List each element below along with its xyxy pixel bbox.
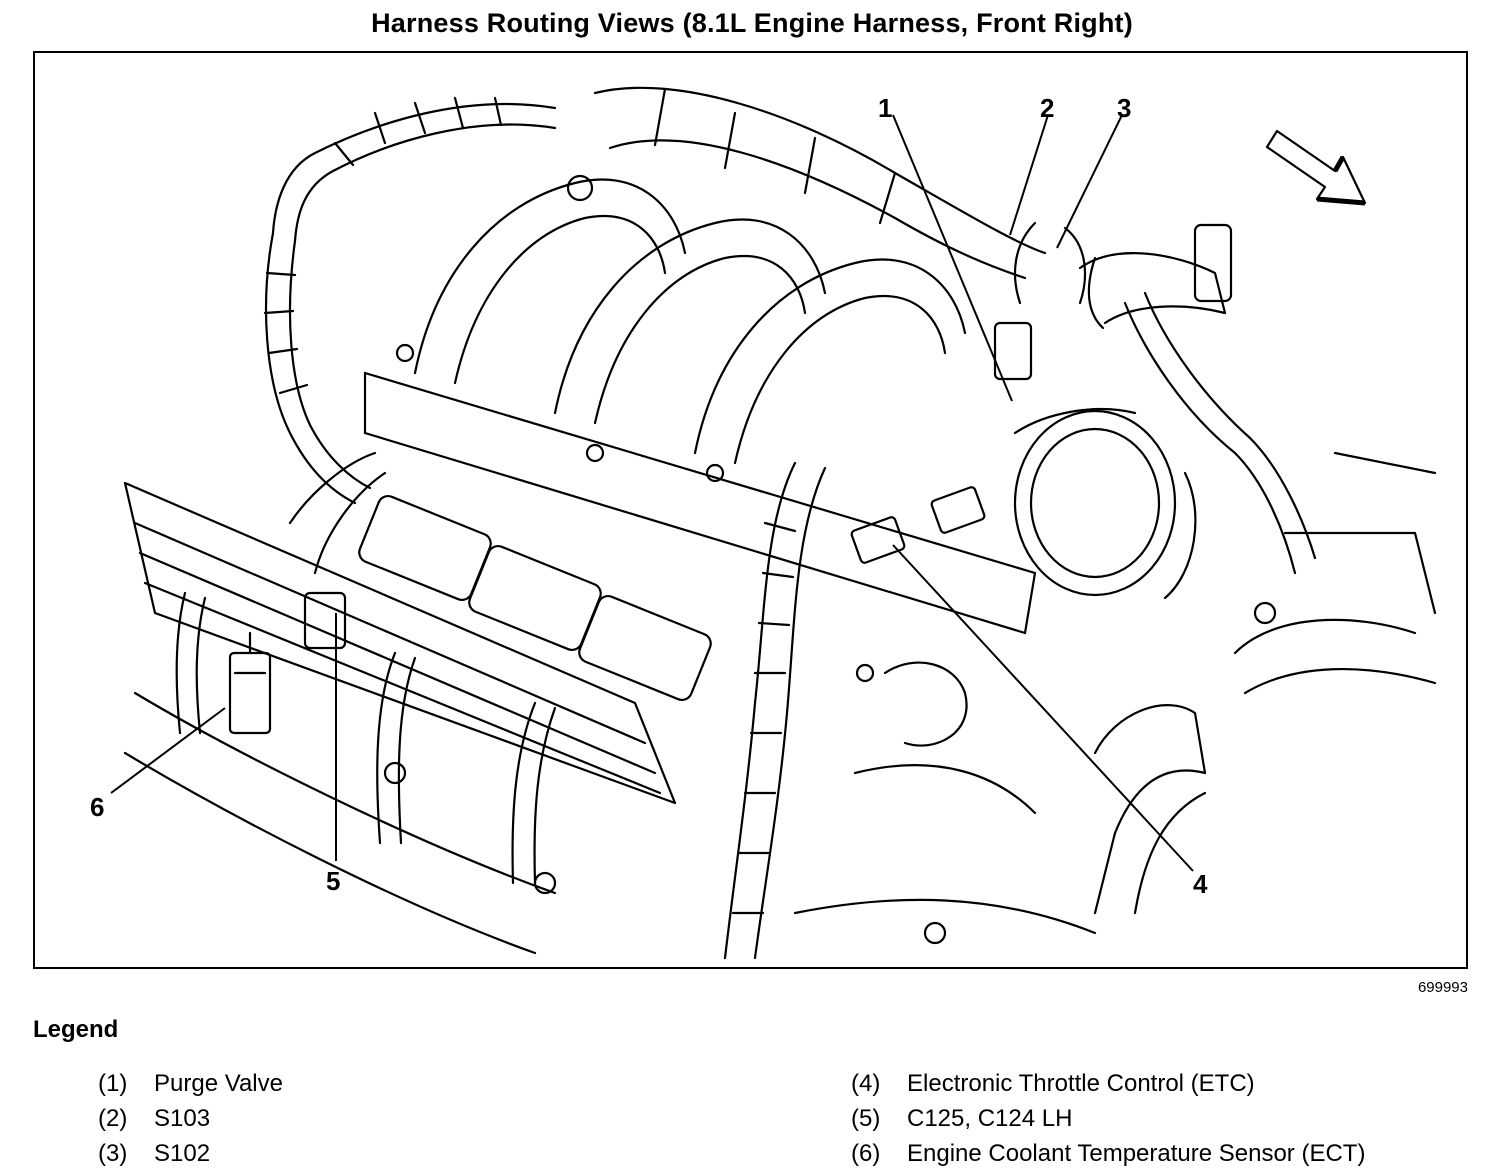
legend-item-number: (3) <box>98 1140 128 1167</box>
fuel-rail <box>593 86 1047 255</box>
legend-item: (5) C125, C124 LH <box>851 1105 1072 1133</box>
legend-item-number: (1) <box>98 1070 128 1097</box>
callout-6: 6 <box>90 792 104 822</box>
callout-1: 1 <box>878 93 892 123</box>
coil-pack-2 <box>468 544 602 652</box>
legend-item: (1) Purge Valve <box>98 1070 283 1098</box>
legend-item-label: Electronic Throttle Control (ETC) <box>907 1070 1255 1097</box>
engine-illustration-frame: 1 2 3 4 5 6 <box>33 51 1468 969</box>
air-intake-hose <box>1078 252 1227 325</box>
legend-item: (3) S102 <box>98 1140 210 1168</box>
legend-item: (4) Electronic Throttle Control (ETC) <box>851 1070 1255 1098</box>
intake-runner-2 <box>553 218 827 415</box>
legend-item-number: (6) <box>851 1140 881 1167</box>
legend-item-label: Purge Valve <box>154 1070 283 1097</box>
intake-runner-3 <box>693 258 967 455</box>
legend-item-number: (4) <box>851 1070 881 1097</box>
callout-5: 5 <box>326 866 340 896</box>
c125-connector <box>303 591 347 650</box>
ect-connector <box>228 651 272 735</box>
coil-pack-3 <box>578 594 712 702</box>
legend-item-label: C125, C124 LH <box>907 1105 1073 1132</box>
legend-item-number: (2) <box>98 1105 128 1132</box>
legend-item: (2) S103 <box>98 1105 210 1133</box>
legend-item-label: S102 <box>154 1140 211 1167</box>
diagram-title: Harness Routing Views (8.1L Engine Harne… <box>371 8 1133 38</box>
callout-4: 4 <box>1193 869 1208 899</box>
legend-item-label: S103 <box>154 1105 211 1132</box>
throttle-body-bore <box>1013 409 1177 597</box>
coolant-hose <box>1093 704 1207 915</box>
coil-pack-1 <box>358 494 492 602</box>
legend-item-number: (5) <box>851 1105 881 1132</box>
valve-cover <box>123 481 677 805</box>
callout-3: 3 <box>1117 93 1131 123</box>
intake-runner-1 <box>413 178 687 375</box>
manifold-base <box>363 371 1037 635</box>
left-harness <box>264 231 357 505</box>
etc-connector <box>850 516 906 564</box>
engine-harness-illustration: 1 2 3 4 5 6 <box>90 86 1437 960</box>
legend-item: (6) Engine Coolant Temperature Sensor (EC… <box>851 1140 1365 1168</box>
legend-item-label: Engine Coolant Temperature Sensor (ECT) <box>907 1140 1366 1167</box>
callout-2: 2 <box>1040 93 1054 123</box>
purge-valve <box>993 321 1033 381</box>
figure-id: 699993 <box>1417 979 1468 996</box>
center-harness <box>723 461 797 960</box>
right-harness <box>1123 301 1297 575</box>
direction-arrow-icon <box>1265 129 1367 206</box>
legend-title: Legend <box>33 1016 119 1043</box>
callout-leaders <box>110 114 1194 872</box>
upper-harness <box>271 102 557 235</box>
